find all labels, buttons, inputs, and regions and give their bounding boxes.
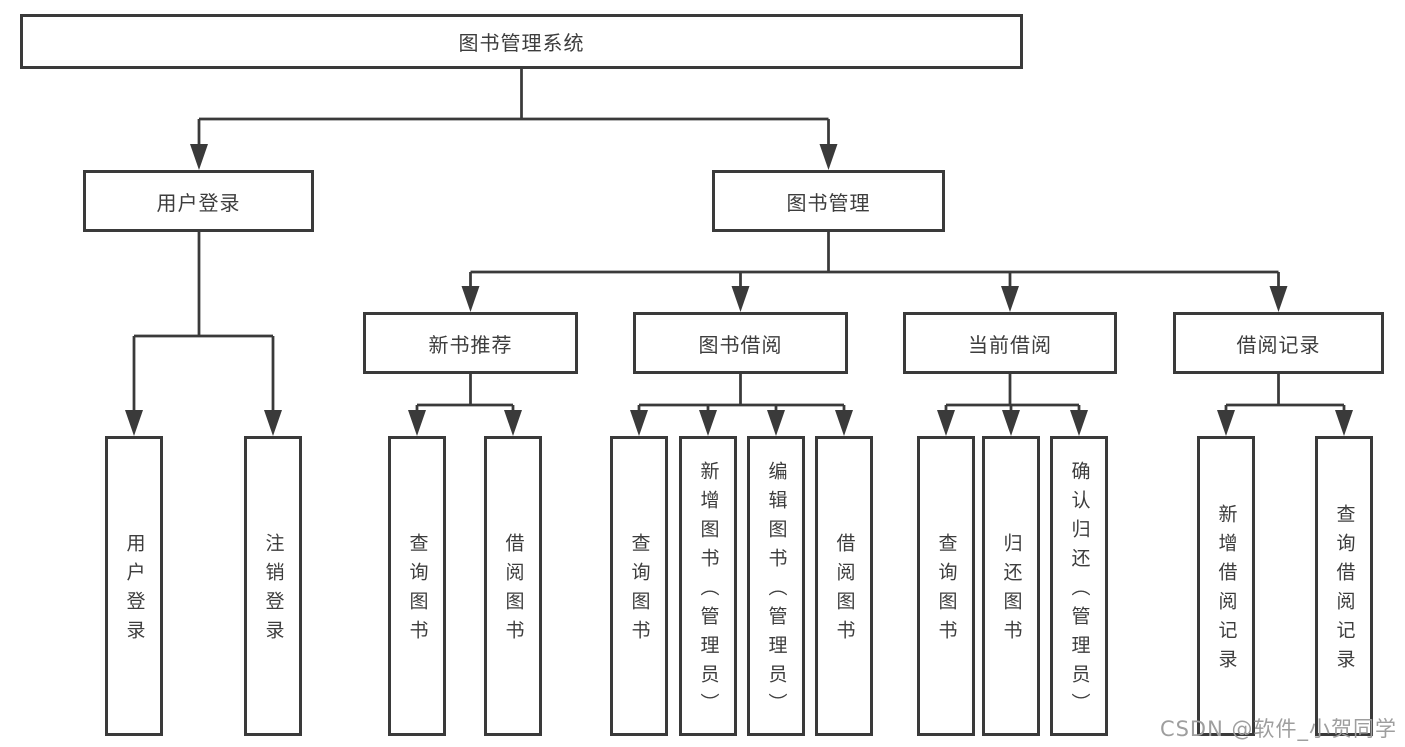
node-label: 新增图书（管理员） [697,460,720,722]
leaf-add-borrowing-record: 新增借阅记录 [1197,436,1255,736]
node-label: 用户登录 [123,533,146,649]
arrowhead-icon [408,410,426,436]
leaf-borrow-books-borrowing: 借阅图书 [815,436,873,736]
arrowhead-icon [767,410,785,436]
csdn-watermark: CSDN @软件_小贺同学 [1159,717,1397,741]
node-label: 归还图书 [1000,533,1023,649]
node-label: 借阅记录 [1236,332,1321,357]
node-label: 查询图书 [628,533,651,649]
leaf-logout: 注销登录 [244,436,302,736]
leaf-add-books-admin: 新增图书（管理员） [679,436,737,736]
arrowhead-icon [1217,410,1235,436]
node-user-login: 用户登录 [83,170,314,232]
arrowhead-icon [461,286,480,312]
node-label: 编辑图书（管理员） [765,460,788,722]
node-label: 图书管理系统 [458,31,585,55]
node-library-management-system: 图书管理系统 [20,14,1023,69]
node-label: 注销登录 [262,533,285,649]
arrowhead-icon [1070,410,1088,436]
leaf-query-books-recommend: 查询图书 [388,436,446,736]
node-label: 新书推荐 [428,332,513,357]
node-label: 当前借阅 [968,332,1052,357]
arrowhead-icon [937,410,955,436]
leaf-borrow-books-recommend: 借阅图书 [484,436,542,736]
leaf-edit-books-admin: 编辑图书（管理员） [747,436,805,736]
arrowhead-icon [1001,286,1019,312]
arrowhead-icon [190,144,208,170]
node-label: 用户登录 [156,190,241,215]
node-label: 新增借阅记录 [1215,504,1238,678]
arrowhead-icon [835,410,853,436]
arrowhead-icon [1335,410,1353,436]
arrowhead-icon [819,144,838,170]
node-label: 确认归还（管理员） [1068,460,1091,722]
leaf-query-borrowing-record: 查询借阅记录 [1315,436,1373,736]
arrowhead-icon [125,410,143,436]
arrowhead-icon [504,410,522,436]
node-label: 借阅图书 [833,533,856,649]
leaf-query-books-borrowing: 查询图书 [610,436,668,736]
arrowhead-icon [630,410,648,436]
node-new-book-recommendation: 新书推荐 [363,312,578,374]
arrowhead-icon [731,286,750,312]
node-book-management: 图书管理 [712,170,945,232]
node-label: 查询图书 [935,533,958,649]
node-current-borrowing: 当前借阅 [903,312,1117,374]
arrowhead-icon [699,410,717,436]
node-label: 借阅图书 [502,533,525,649]
leaf-user-login: 用户登录 [105,436,163,736]
leaf-query-books-current: 查询图书 [917,436,975,736]
node-label: 查询借阅记录 [1333,504,1356,678]
arrowhead-icon [1269,286,1288,312]
arrowhead-icon [264,410,282,436]
node-book-borrowing: 图书借阅 [633,312,848,374]
node-borrowing-records: 借阅记录 [1173,312,1384,374]
leaf-confirm-return-admin: 确认归还（管理员） [1050,436,1108,736]
node-label: 查询图书 [406,533,429,649]
node-label: 图书管理 [786,190,871,215]
node-label: 图书借阅 [698,332,783,357]
arrowhead-icon [1002,410,1020,436]
leaf-return-books: 归还图书 [982,436,1040,736]
